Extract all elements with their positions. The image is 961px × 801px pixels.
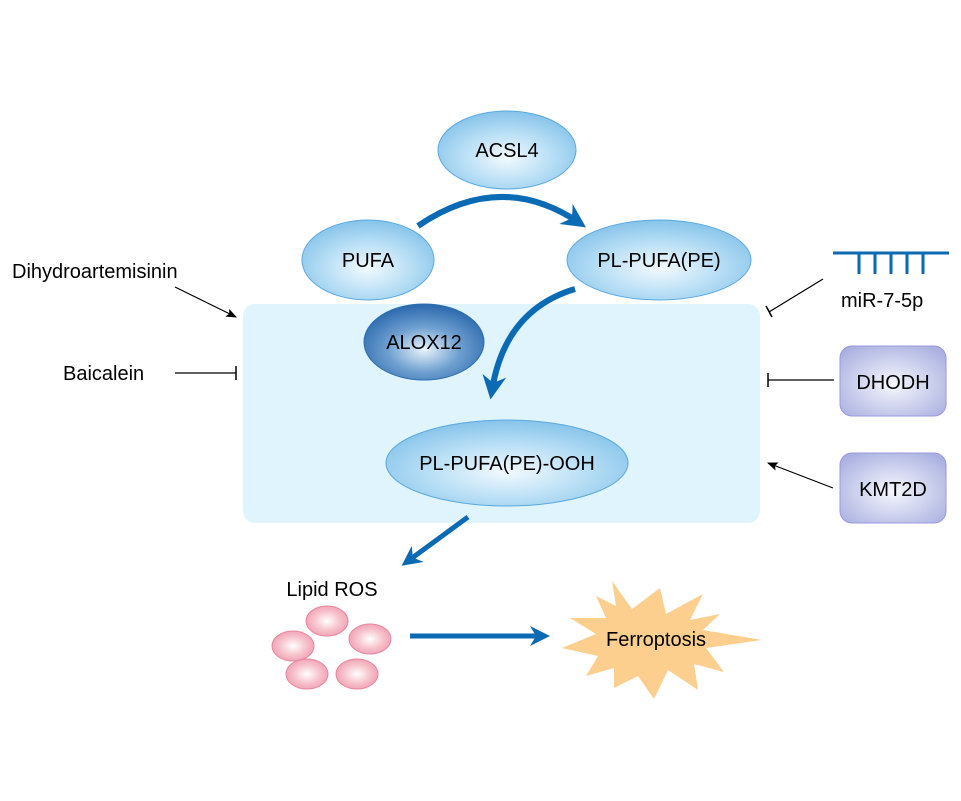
inhibit-mir-7-5p <box>765 278 824 318</box>
arrow-pufa-to-pl-pufa <box>416 194 586 229</box>
regulator-dihydroartemisinin-label[interactable]: Dihydroartemisinin <box>12 261 178 283</box>
node-ferroptosis-label: Ferroptosis <box>606 629 706 651</box>
node-pl-pufa[interactable]: PL-PUFA(PE) <box>566 219 752 301</box>
regulator-dhodh-label: DHODH <box>856 372 929 394</box>
ferroptosis-burst <box>562 581 762 699</box>
mirna-icon <box>833 251 949 274</box>
ros-droplet <box>305 605 349 637</box>
ros-droplet <box>271 630 315 662</box>
node-alox12-label: ALOX12 <box>386 332 462 354</box>
regulator-dhodh[interactable]: DHODH <box>839 345 947 417</box>
node-alox12[interactable]: ALOX12 <box>363 303 485 381</box>
node-pl-pufa-ooh-label: PL-PUFA(PE)-OOH <box>419 453 595 475</box>
lipid-ros-cluster[interactable] <box>271 605 392 690</box>
regulator-baicalein-label[interactable]: Baicalein <box>63 363 144 385</box>
inhibit-dhodh <box>767 373 834 387</box>
lipid-ros-label: Lipid ROS <box>286 579 377 601</box>
regulator-mir-7-5p-label: miR-7-5p <box>841 290 923 312</box>
node-acsl4[interactable]: ACSL4 <box>437 110 577 190</box>
regulator-kmt2d-label: KMT2D <box>859 479 927 501</box>
regulator-kmt2d[interactable]: KMT2D <box>839 452 947 524</box>
arrow-pl-pufa-to-ooh <box>482 286 576 400</box>
ros-droplet <box>348 623 392 655</box>
inhibit-baicalein <box>175 366 237 380</box>
arrow-dihydroartemisinin <box>174 286 237 318</box>
node-acsl4-label: ACSL4 <box>475 140 538 162</box>
regulator-mir-7-5p[interactable]: miR-7-5p <box>833 251 949 312</box>
ros-droplet <box>335 658 379 690</box>
arrow-ooh-to-lipid-ros <box>401 514 470 566</box>
node-ferroptosis[interactable]: Ferroptosis <box>562 581 762 699</box>
node-pl-pufa-ooh[interactable]: PL-PUFA(PE)-OOH <box>385 419 629 507</box>
arrow-kmt2d <box>766 462 834 489</box>
node-pufa[interactable]: PUFA <box>301 219 435 301</box>
node-pufa-label: PUFA <box>342 250 395 272</box>
ros-droplet <box>285 658 329 690</box>
node-pl-pufa-label: PL-PUFA(PE) <box>597 250 720 272</box>
